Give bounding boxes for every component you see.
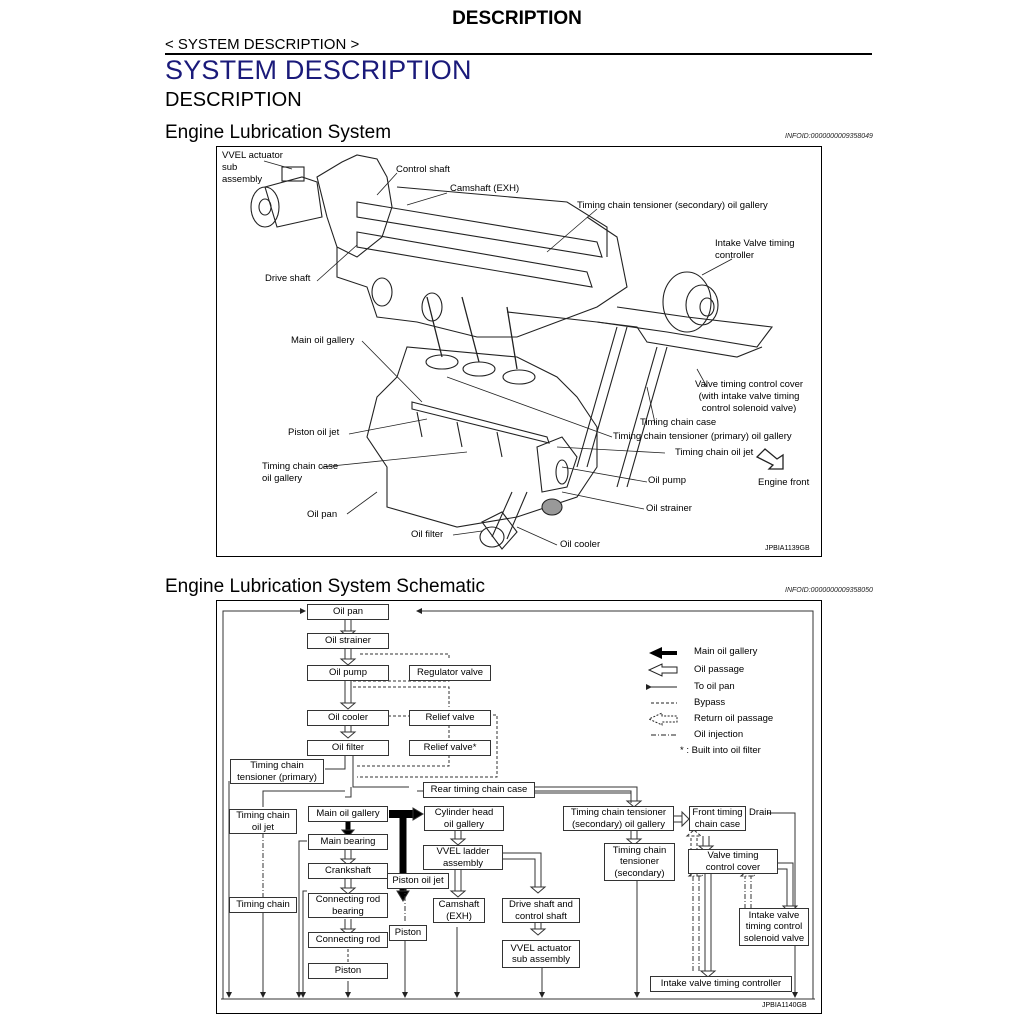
box-oil-pan: Oil pan	[307, 604, 389, 620]
box-tct-secondary-gallery: Timing chain tensioner (secondary) oil g…	[563, 806, 674, 831]
box-crankshaft: Crankshaft	[308, 863, 388, 879]
label-engine-front: Engine front	[758, 477, 810, 488]
box-vvel-actuator: VVEL actuator sub assembly	[502, 940, 580, 968]
infoid: INFOID:0000000009358049	[785, 133, 873, 140]
box-drive-control-shaft: Drive shaft and control shaft	[502, 898, 580, 923]
label-tct-primary-gallery: Timing chain tensioner (primary) oil gal…	[613, 431, 792, 442]
box-connecting-rod: Connecting rod	[308, 932, 388, 948]
box-tct-secondary: Timing chain tensioner (secondary)	[604, 843, 675, 881]
engine-drawing	[250, 154, 784, 550]
lubrication-schematic: Oil pan Oil strainer Oil pump Regulator …	[216, 600, 822, 1014]
legend-return-oil-passage: Return oil passage	[694, 713, 774, 724]
hollow-arrow-icon	[647, 663, 678, 677]
legend-icons	[646, 647, 678, 736]
box-relief-valve: Relief valve	[409, 710, 491, 726]
box-piston: Piston	[308, 963, 388, 979]
box-ivtc-solenoid: Intake valve timing control solenoid val…	[739, 908, 809, 946]
label-valve-timing-control-cover: Valve timing control cover (with intake …	[695, 379, 804, 414]
box-regulator-valve: Regulator valve	[409, 665, 491, 681]
legend-note: * : Built into oil filter	[680, 745, 761, 756]
box-timing-chain: Timing chain	[229, 897, 297, 913]
engine-lubrication-illustration: VVEL actuator sub assembly Control shaft…	[216, 146, 822, 557]
camshaft-shape	[356, 201, 603, 258]
solid-arrow-icon	[649, 647, 677, 659]
box-main-oil-gallery: Main oil gallery	[308, 806, 388, 822]
box-piston-oil-jet: Piston oil jet	[387, 873, 449, 889]
box-piston-right: Piston	[389, 925, 427, 941]
box-connecting-rod-bearing: Connecting rod bearing	[308, 893, 388, 918]
label-timing-chain-case-gallery: Timing chain case oil gallery	[262, 461, 339, 484]
label-timing-chain-case: Timing chain case	[640, 417, 717, 428]
label-control-shaft: Control shaft	[396, 164, 450, 175]
dashed-hollow-arrow-icon	[647, 712, 678, 726]
legend-main-oil-gallery: Main oil gallery	[694, 646, 758, 657]
label-main-oil-gallery: Main oil gallery	[291, 335, 355, 346]
label-timing-chain-oil-jet: Timing chain oil jet	[675, 447, 754, 458]
box-tct-primary: Timing chain tensioner (primary)	[230, 759, 324, 784]
engine-front-arrow-icon	[755, 448, 784, 470]
header-rule	[165, 53, 872, 55]
legend-to-oil-pan: To oil pan	[694, 681, 735, 692]
label-oil-pump: Oil pump	[648, 475, 687, 486]
figure-code: JPBIA1140GB	[762, 1002, 807, 1009]
box-oil-filter: Oil filter	[307, 740, 389, 756]
label-oil-filter: Oil filter	[411, 529, 444, 540]
legend-oil-injection: Oil injection	[694, 729, 744, 740]
legend-bypass: Bypass	[694, 697, 726, 708]
box-cylinder-head-gallery: Cylinder head oil gallery	[424, 806, 504, 831]
label-tct-secondary-gallery: Timing chain tensioner (secondary) oil g…	[577, 200, 768, 211]
label-oil-cooler: Oil cooler	[560, 539, 601, 550]
breadcrumb[interactable]: < SYSTEM DESCRIPTION >	[165, 36, 360, 53]
box-timing-chain-oil-jet: Timing chain oil jet	[229, 809, 297, 834]
box-oil-strainer: Oil strainer	[307, 633, 389, 649]
box-camshaft-exh: Camshaft (EXH)	[433, 898, 485, 923]
box-oil-pump: Oil pump	[307, 665, 389, 681]
page-header: DESCRIPTION	[452, 8, 582, 29]
page-subtitle: DESCRIPTION	[165, 89, 302, 111]
section-heading-lubrication: Engine Lubrication System	[165, 122, 392, 143]
label-piston-oil-jet: Piston oil jet	[288, 427, 340, 438]
label-oil-pan: Oil pan	[307, 509, 338, 520]
label-drive-shaft: Drive shaft	[265, 273, 311, 284]
label-oil-strainer: Oil strainer	[646, 503, 692, 514]
box-intake-valve-timing-controller: Intake valve timing controller	[650, 976, 792, 992]
box-rear-timing-chain-case: Rear timing chain case	[423, 782, 535, 798]
label-drain: Drain	[749, 807, 772, 818]
label-intake-valve-timing-controller: Intake Valve timing controller	[715, 238, 795, 261]
section-heading-schematic: Engine Lubrication System Schematic	[165, 576, 485, 597]
timing-controller-gear	[662, 271, 712, 333]
infoid: INFOID:0000000009358050	[785, 587, 873, 594]
box-main-bearing: Main bearing	[308, 834, 388, 850]
figure-code: JPBIA1139GB	[765, 545, 810, 552]
box-front-timing-chain-case: Front timing chain case	[689, 806, 746, 831]
box-oil-cooler: Oil cooler	[307, 710, 389, 726]
box-relief-valve-star: Relief valve*	[409, 740, 491, 756]
label-vvel-actuator: VVEL actuator sub assembly	[222, 150, 283, 185]
box-valve-timing-control-cover: Valve timing control cover	[688, 849, 778, 874]
legend-oil-passage: Oil passage	[694, 664, 745, 675]
label-camshaft-exh: Camshaft (EXH)	[450, 183, 520, 194]
box-vvel-ladder: VVEL ladder assembly	[423, 845, 503, 870]
page-title: SYSTEM DESCRIPTION	[165, 55, 472, 85]
